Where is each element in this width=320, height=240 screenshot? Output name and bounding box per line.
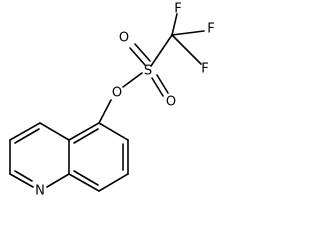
- bond-n-c8a: [46, 173, 70, 188]
- atom-f3: F: [201, 62, 208, 77]
- bond-c5-c6: [98, 122, 129, 141]
- atom-n: N: [35, 184, 45, 199]
- bond-s-oester: [122, 72, 143, 88]
- atom-o-ester: O: [112, 86, 122, 101]
- atom-labels: F F F S O O O N: [35, 2, 215, 199]
- bond-oester-c5: [98, 99, 112, 124]
- bond-c8-c8a-inner: [73, 170, 99, 186]
- bond-c7-c8: [98, 173, 129, 192]
- atom-o2: O: [166, 95, 176, 110]
- bond-s-o1-a: [129, 47, 146, 66]
- bond-c2-n-inner: [14, 170, 33, 182]
- bond-s-o1-b: [134, 43, 151, 62]
- bond-s-o2-a: [151, 77, 164, 97]
- bond-c-f3: [171, 34, 202, 65]
- bond-c4a-c4: [39, 122, 70, 141]
- bond-c4-c3: [9, 122, 41, 141]
- quinolinyl-triflate-structure: F F F S O O O N: [9, 2, 215, 199]
- bond-c2-n: [9, 173, 34, 188]
- bond-c4a-c5: [68, 122, 100, 141]
- bond-c-f2: [171, 30, 205, 36]
- bond-c4a-c5-inner: [73, 128, 99, 144]
- bond-s-o2-b: [156, 74, 169, 94]
- bond-c-f1: [171, 13, 178, 36]
- bond-c8-c8a: [68, 173, 100, 192]
- atom-o1: O: [119, 31, 129, 46]
- bond-s-c: [150, 34, 173, 67]
- bonds: [9, 13, 205, 192]
- atom-s: S: [144, 64, 152, 79]
- atom-f1: F: [174, 2, 181, 17]
- bond-c4-c3-inner: [14, 128, 40, 144]
- atom-f2: F: [207, 22, 214, 37]
